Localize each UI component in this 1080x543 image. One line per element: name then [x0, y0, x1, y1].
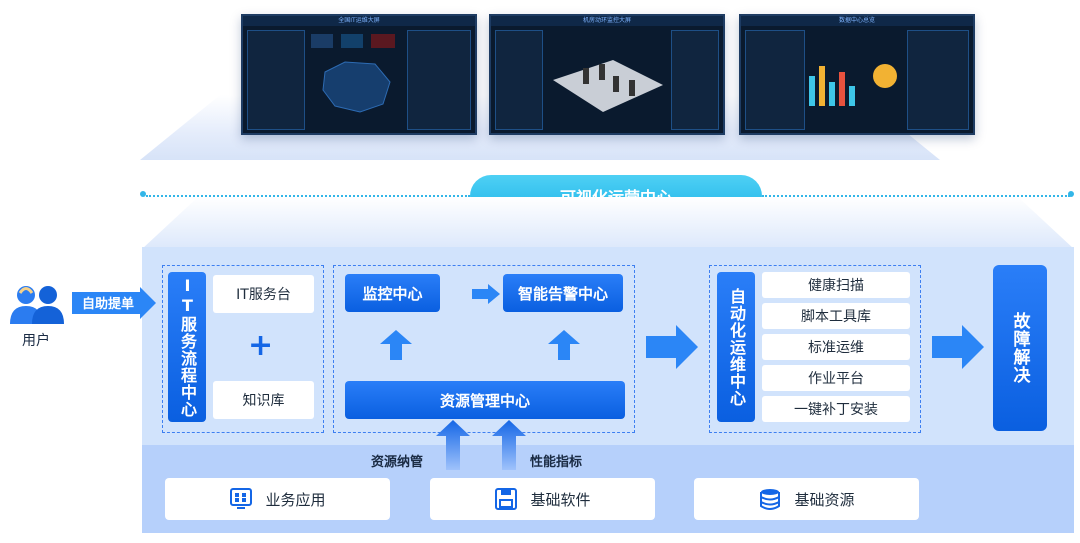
- basic-software-label: 基础软件: [530, 490, 591, 509]
- line-dot: [140, 191, 146, 197]
- service-desk-box: IT服务台: [213, 275, 314, 313]
- basic-resource-label: 基础资源: [794, 490, 855, 509]
- screen-title: 机房动环监控大屏: [582, 17, 631, 24]
- basic-software-box: 基础软件: [430, 478, 655, 520]
- knowledge-base-box: 知识库: [213, 381, 314, 419]
- monitor-center: 监控中心: [345, 274, 440, 312]
- monitoring-group: [333, 265, 635, 433]
- arrow-up-icon: [492, 420, 526, 470]
- smart-alarm-center: 智能告警中心: [503, 274, 623, 312]
- auto-item-standard-ops: 标准运维: [762, 334, 910, 360]
- basic-resource-box: 基础资源: [694, 478, 919, 520]
- dotted-line-left: [146, 195, 470, 197]
- plus-icon: +: [248, 328, 274, 363]
- arrow-up-icon: [548, 330, 580, 360]
- arrow-right-icon: [646, 325, 698, 369]
- resource-management-center: 资源管理中心: [345, 381, 625, 419]
- save-icon: [495, 488, 518, 510]
- arrow-up-icon: [436, 420, 470, 470]
- screen-title: 全国IT运维大屏: [338, 17, 380, 24]
- auto-item-job-platform: 作业平台: [762, 365, 910, 391]
- auto-item-script-library: 脚本工具库: [762, 303, 910, 329]
- auto-item-health-scan: 健康扫描: [762, 272, 910, 298]
- line-dot: [1068, 191, 1074, 197]
- user-label: 用户: [22, 333, 50, 349]
- arrow-right-icon: [932, 325, 984, 369]
- fault-resolution: 故障解决: [993, 265, 1047, 431]
- dashboard-screen-2: 机房动环监控大屏: [489, 14, 725, 135]
- request-arrow: [72, 287, 156, 319]
- dotted-line-right: [762, 195, 1070, 197]
- arrow-up-icon: [380, 330, 412, 360]
- database-icon: [760, 489, 781, 510]
- arrow-right-icon: [472, 284, 500, 304]
- platform-top-face: [142, 197, 1074, 249]
- dashboard-screen-1: 全国IT运维大屏: [241, 14, 477, 135]
- performance-metrics-label: 性能指标: [530, 455, 583, 470]
- automation-center: 自动化运维中心: [717, 272, 755, 422]
- dashboard-screen-3: 数据中心总览: [739, 14, 975, 135]
- auto-item-patch-install: 一键补丁安装: [762, 396, 910, 422]
- business-app-label: 业务应用: [265, 490, 326, 509]
- business-app-box: 业务应用: [165, 478, 390, 520]
- user-icon: [10, 286, 64, 324]
- screen-title: 数据中心总览: [838, 17, 875, 24]
- it-service-group: [162, 265, 324, 433]
- self-service-label: 自助提单: [81, 297, 134, 312]
- app-icon: [230, 488, 253, 509]
- it-service-center: IT服务流程中心: [168, 272, 206, 422]
- automation-group: [709, 265, 921, 433]
- resource-intake-label: 资源纳管: [371, 455, 424, 470]
